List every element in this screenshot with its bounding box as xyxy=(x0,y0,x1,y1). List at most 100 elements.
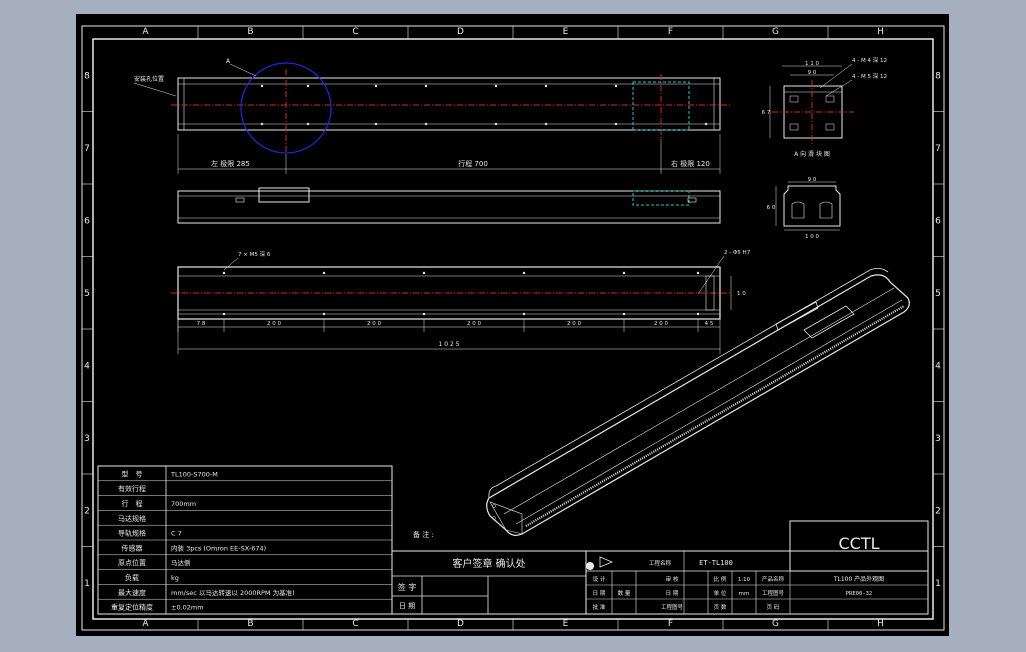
title-block-cell: 页 码 xyxy=(767,603,780,611)
company-name: CCTL xyxy=(838,534,879,553)
grid-col-label: D xyxy=(457,27,464,37)
grid-col-label: H xyxy=(877,27,884,37)
note-m4: 4 - M 4 深 12 xyxy=(852,56,887,64)
grid-row-label: 5 xyxy=(935,289,941,299)
side-dim-label: 2 0 0 xyxy=(567,321,581,327)
grid-col-label: F xyxy=(668,27,673,37)
grid-row-label: 4 xyxy=(84,361,90,371)
grid-row-label: 2 xyxy=(84,506,90,516)
end-a-caption: A 向 滑 块 图 xyxy=(794,150,830,158)
grid-row-label: 5 xyxy=(84,289,90,299)
title-block-cell: 工程图号 xyxy=(661,603,684,611)
isometric-view xyxy=(486,268,910,536)
title-block-cell: 单 位 xyxy=(714,589,727,597)
title-block-cell: 数 量 xyxy=(618,589,631,597)
part-description: TL100 产品外观图 xyxy=(833,575,884,583)
confirm-header: 客户签章 确认处 xyxy=(452,557,525,570)
dim-left-limit: 左 极限 285 xyxy=(211,159,250,168)
end-b-width1: 9 0 xyxy=(808,177,817,183)
spec-label: 马达规格 xyxy=(118,514,146,523)
note-detail-a: A xyxy=(226,58,231,65)
grid-row-label: 8 xyxy=(84,71,90,81)
grid-col-label: A xyxy=(142,27,149,37)
side-dim-label: 2 0 0 xyxy=(467,321,481,327)
grid-row-label: 3 xyxy=(84,434,90,444)
note-mount-holes: 安装孔位置 xyxy=(134,75,164,83)
grid-col-label: G xyxy=(772,619,779,629)
end-a-height: 6 7 xyxy=(762,110,771,116)
part-number: ET-TL100 xyxy=(699,559,733,567)
title-block-cell: 1:10 xyxy=(738,577,751,583)
end-a-width2: 9 0 xyxy=(808,70,817,76)
grid-row-label: 2 xyxy=(935,506,941,516)
drawing-number: PRE00-32 xyxy=(846,591,873,597)
dim-total-length: 1 0 2 5 xyxy=(439,341,460,348)
end-b-height: 6 0 xyxy=(767,205,776,211)
spec-label: 导轨规格 xyxy=(118,529,146,538)
title-block-cell: 审 核 xyxy=(666,575,679,583)
bottom-view xyxy=(177,187,721,224)
spec-label: 有效行程 xyxy=(118,484,146,493)
note-m5: 4 - M 5 深 12 xyxy=(852,72,887,80)
title-block-cell: 产品名称 xyxy=(762,575,785,583)
grid-col-label: D xyxy=(457,619,464,629)
spec-label: 最大速度 xyxy=(118,588,146,597)
side-dim-label: 7 8 xyxy=(197,321,206,327)
spec-value: kg xyxy=(171,574,179,582)
spec-label: 型 号 xyxy=(122,469,143,478)
date-label: 日 期 xyxy=(399,602,415,610)
motor-block xyxy=(258,187,310,203)
note-pin-holes: 2 - Φ5 H7 xyxy=(724,250,751,256)
grid-row-label: 6 xyxy=(84,216,90,226)
grid-col-label: E xyxy=(563,27,569,37)
spec-label: 传感器 xyxy=(122,543,143,552)
side-dim-label: 2 0 0 xyxy=(367,321,381,327)
side-view: 7 × M5 深 6 2 - Φ5 H7 1 0 7 8 2 0 0 2 0 0 2 … xyxy=(171,250,751,354)
grid-col-label: A xyxy=(142,619,149,629)
grid-row-label: 4 xyxy=(935,361,941,371)
spec-value: ±0.02mm xyxy=(171,604,204,612)
spec-label: 行 程 xyxy=(122,499,143,508)
grid-col-label: F xyxy=(668,619,673,629)
top-view: 左 极限 285 行程 700 右 极限 120 安装孔位置 A xyxy=(133,58,731,174)
grid-col-label: H xyxy=(877,619,884,629)
detail-circle-a xyxy=(240,62,332,154)
grid-col-label: B xyxy=(247,27,253,37)
end-view-b: 9 0 1 0 0 6 0 xyxy=(767,177,841,240)
slider-outline-top xyxy=(632,81,690,131)
title-block-cell: 日 期 xyxy=(666,590,679,597)
grid-col-label: C xyxy=(352,27,358,37)
spec-label: 负载 xyxy=(125,573,139,582)
title-block-cell: 工程图号 xyxy=(762,589,785,597)
title-block: CCTL ET-TL100 TL100 产品外观图 PRE00-32 工程名称设… xyxy=(585,520,929,615)
grid-row-label: 8 xyxy=(935,71,941,81)
grid-col-label: G xyxy=(772,27,779,37)
grid-row-label: 7 xyxy=(84,144,90,154)
title-block-cell: 比 例 xyxy=(714,575,727,583)
dim-stroke: 行程 700 xyxy=(458,159,488,168)
spec-label: 原点位置 xyxy=(118,558,146,567)
grid-col-label: C xyxy=(352,619,358,629)
grid-row-label: 1 xyxy=(84,579,90,589)
grid-row-label: 6 xyxy=(935,216,941,226)
side-dim-label: 4 5 xyxy=(705,321,714,327)
grid-row-label: 1 xyxy=(935,579,941,589)
outer-border xyxy=(81,25,945,631)
spec-value: 内装 3pcs (Omron EE-SX-674) xyxy=(171,543,266,552)
end-view-a: 1 1 0 9 0 4 - M 4 深 12 4 - M 5 深 12 6 7 … xyxy=(762,56,887,158)
note-tapped-holes: 7 × M5 深 6 xyxy=(238,250,271,258)
end-b-width2: 1 0 0 xyxy=(805,234,819,240)
spec-value: C 7 xyxy=(171,530,182,538)
title-block-cell: 页 数 xyxy=(714,603,727,611)
grid-row-label: 3 xyxy=(935,434,941,444)
title-block-cell: 工程名称 xyxy=(649,559,672,567)
svg-text:1 0: 1 0 xyxy=(737,291,746,297)
dim-right-limit: 右 极限 120 xyxy=(671,159,710,168)
projection-symbol xyxy=(586,562,595,570)
side-dim-label: 2 0 0 xyxy=(267,321,281,327)
